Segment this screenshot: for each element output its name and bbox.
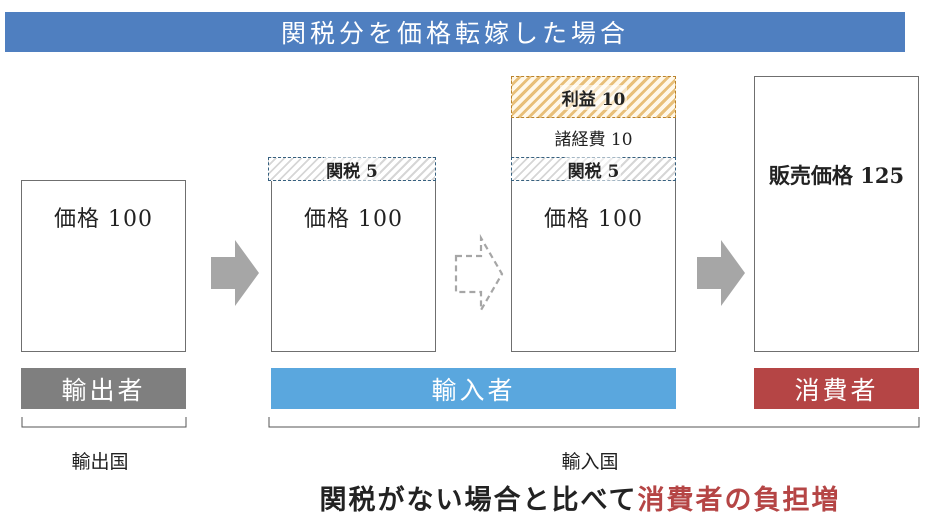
conclusion-highlight: 消費者の負担増 [637,485,841,516]
exporting-country-bracket [21,417,187,428]
consumer-price-box: 販売価格 125 [754,76,919,352]
importing-country-label: 輸入国 [561,451,619,473]
seller-tariff-strip: 関税 5 [511,156,676,182]
importer-price-label: 価格 100 [304,207,403,232]
conclusion-text: 関税がない場合と比べて消費者の負担増 [250,478,910,517]
importer-tariff-label: 関税 5 [324,156,380,182]
exporter-role-bar: 輸出者 [21,368,186,409]
seller-tariff-label: 関税 5 [565,156,622,182]
importer-role-label: 輸入者 [431,375,516,405]
seller-expenses-label: 諸経費 10 [552,125,635,150]
importing-country-bracket [268,417,920,428]
seller-profit-strip: 利益 10 [511,76,676,118]
title-bar: 関税分を価格転嫁した場合 [5,12,905,52]
consumer-role-bar: 消費者 [754,368,919,409]
exporter-price-box: 価格 100 [21,180,186,352]
right-arrow-icon [697,240,745,306]
seller-price-box: 価格 100 [511,180,676,352]
seller-expenses-strip: 諸経費 10 [511,118,676,157]
exporter-price-label: 価格 100 [54,207,153,232]
conclusion-prefix: 関税がない場合と比べて [319,485,638,516]
exporting-country-label: 輸出国 [71,451,129,473]
right-arrow-icon [211,240,259,306]
importer-role-bar: 輸入者 [271,368,676,409]
dashed-right-arrow-icon [454,233,504,315]
seller-price-label: 価格 100 [544,207,643,232]
consumer-role-label: 消費者 [794,375,879,405]
importer-price-box: 価格 100 [271,180,436,352]
importer-tariff-strip: 関税 5 [268,156,436,182]
consumer-price-label: 販売価格 125 [768,163,905,188]
exporter-role-label: 輸出者 [61,375,146,405]
seller-profit-label: 利益 10 [559,84,628,110]
diagram-title: 関税分を価格転嫁した場合 [280,19,629,48]
